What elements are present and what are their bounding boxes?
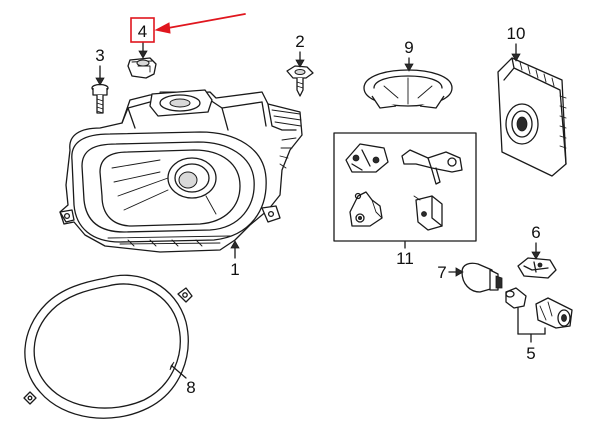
- callout-labels: 4 3 2 9 10 1 11 6 7 5 8: [95, 17, 541, 397]
- callout-1[interactable]: 1: [230, 260, 239, 279]
- part-7-bulb[interactable]: [461, 262, 503, 293]
- part-11-bracket-b[interactable]: [401, 149, 463, 185]
- callout-6[interactable]: 6: [531, 223, 540, 242]
- callout-7[interactable]: 7: [437, 263, 446, 282]
- part-11-bracket-c[interactable]: [349, 191, 383, 227]
- part-10-control-module[interactable]: [497, 57, 567, 177]
- part-3-screw[interactable]: [91, 83, 109, 114]
- part-2-screw[interactable]: [286, 65, 314, 97]
- part-4-bracket[interactable]: [127, 57, 157, 79]
- part-11-bracket-d[interactable]: [413, 195, 443, 231]
- callout-8[interactable]: 8: [186, 378, 195, 397]
- part-5-socket[interactable]: [535, 297, 573, 329]
- part-9-cap[interactable]: [363, 69, 453, 109]
- part-5-small-bulb[interactable]: [505, 287, 527, 309]
- part-6-clip[interactable]: [517, 257, 557, 279]
- callout-11[interactable]: 11: [396, 249, 414, 268]
- part-8-gasket-ring[interactable]: [23, 274, 193, 419]
- callout-2[interactable]: 2: [295, 32, 304, 51]
- part-11-kit-box: [333, 132, 477, 242]
- leader-lines: [95, 41, 546, 379]
- part-1-headlamp-housing[interactable]: [59, 89, 303, 253]
- callout-10[interactable]: 10: [507, 24, 526, 43]
- callout-4-highlight-box: [130, 17, 155, 43]
- callout-4[interactable]: 4: [138, 22, 147, 41]
- part-11-bracket-a[interactable]: [345, 143, 389, 173]
- highlight-pointer-arrow: [154, 13, 246, 34]
- callout-9[interactable]: 9: [404, 38, 413, 57]
- callout-3[interactable]: 3: [95, 46, 104, 65]
- callout-5[interactable]: 5: [526, 344, 535, 363]
